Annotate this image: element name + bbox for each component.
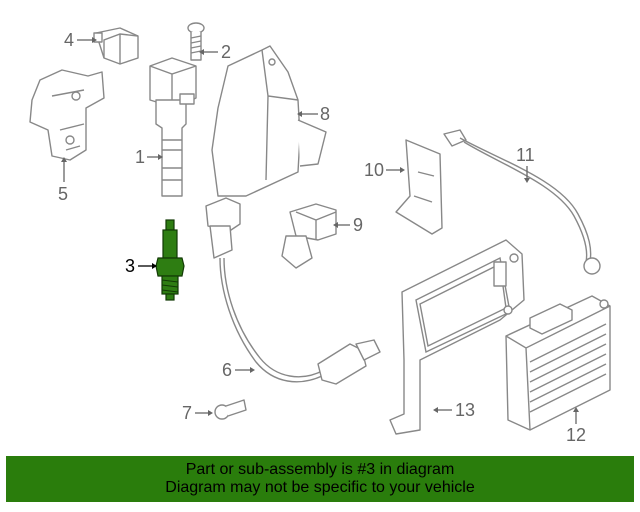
callout-1: 1 <box>135 147 145 167</box>
callout-3: 3 <box>125 256 135 276</box>
part-12-ecu <box>505 295 611 431</box>
callout-9: 9 <box>353 215 363 235</box>
info-banner: Part or sub-assembly is #3 in diagram Di… <box>6 456 634 502</box>
part-13-ecu-bracket <box>389 239 525 435</box>
banner-line-2: Diagram may not be specific to your vehi… <box>165 479 475 496</box>
part-3-spark-plug <box>155 219 185 301</box>
parts-diagram: 4 2 1 5 8 3 9 10 11 6 7 13 12 <box>29 22 611 445</box>
part-7-bolt <box>214 399 247 420</box>
part-2-bolt <box>187 22 205 61</box>
part-1-ignition-coil <box>149 57 197 197</box>
callout-13: 13 <box>455 400 475 420</box>
part-8-cover <box>211 45 327 197</box>
callout-10: 10 <box>364 160 384 180</box>
part-11-cable <box>443 129 601 275</box>
callout-4: 4 <box>64 30 74 50</box>
part-4-relay <box>93 27 139 65</box>
banner-line-1: Part or sub-assembly is #3 in diagram <box>185 461 455 478</box>
part-6-sensor-harness <box>205 197 381 385</box>
callout-8: 8 <box>320 104 330 124</box>
callout-2: 2 <box>221 42 231 62</box>
part-10-bracket <box>395 139 443 235</box>
callout-6: 6 <box>222 360 232 380</box>
part-5-bracket <box>29 69 105 161</box>
callout-11: 11 <box>516 145 535 165</box>
callout-5: 5 <box>58 184 68 204</box>
callout-7: 7 <box>182 403 192 423</box>
callout-12: 12 <box>566 425 586 445</box>
part-9-sensor <box>281 203 337 269</box>
